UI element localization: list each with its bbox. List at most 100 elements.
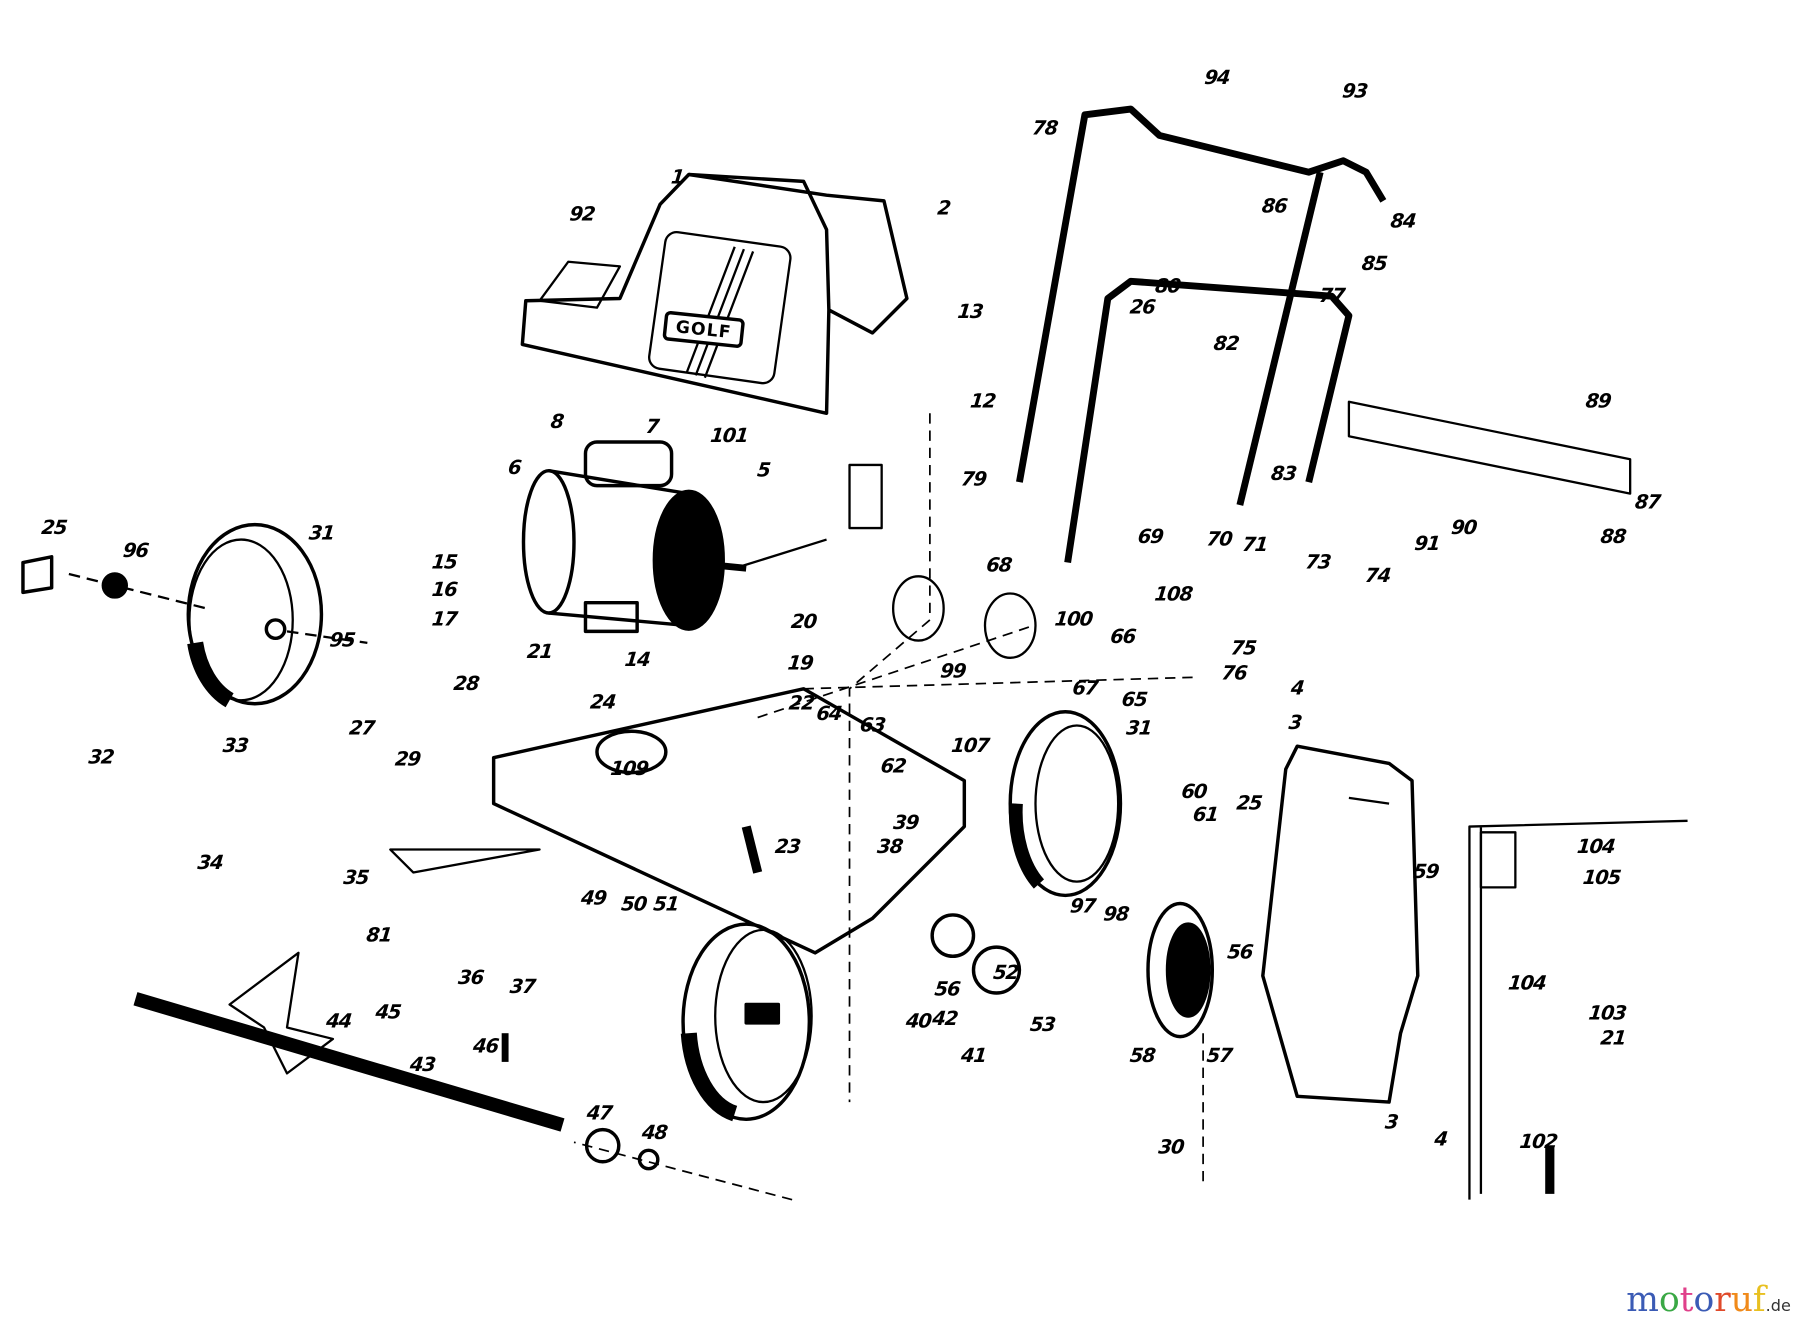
part-number-label: 108 <box>1153 583 1194 607</box>
part-number-label: 21 <box>525 640 554 664</box>
part-number-label: 56 <box>933 978 961 1002</box>
motor-part <box>521 440 883 634</box>
part-number-label: 30 <box>1157 1136 1185 1160</box>
part-number-label: 3 <box>1383 1111 1399 1135</box>
watermark-suffix: .de <box>1765 1297 1791 1316</box>
handle-part <box>1016 105 1387 564</box>
part-number-label: 44 <box>325 1010 353 1034</box>
front-wheel-part <box>680 922 813 1122</box>
part-number-label: 85 <box>1360 252 1388 276</box>
part-number-label: 41 <box>959 1044 988 1068</box>
part-number-label: 103 <box>1587 1002 1628 1026</box>
motor-cover-part <box>520 172 909 416</box>
part-number-label: 33 <box>221 734 249 758</box>
part-number-label: 53 <box>1028 1013 1057 1037</box>
part-number-label: 77 <box>1318 284 1346 308</box>
part-number-label: 48 <box>640 1121 669 1145</box>
part-number-label: 60 <box>1180 780 1208 804</box>
part-number-label: 105 <box>1581 866 1622 890</box>
part-number-label: 47 <box>585 1102 613 1126</box>
part-number-label: 35 <box>342 866 370 890</box>
detail-inset <box>1468 819 1688 1200</box>
part-number-label: 28 <box>452 672 480 696</box>
part-number-label: 13 <box>956 300 984 324</box>
tine-shaft-part <box>133 951 660 1171</box>
part-number-label: 87 <box>1633 491 1662 515</box>
part-number-label: 66 <box>1109 625 1137 649</box>
part-number-label: 80 <box>1153 275 1182 299</box>
part-number-label: 63 <box>858 714 887 738</box>
part-number-label: 14 <box>623 648 651 672</box>
part-number-label: 64 <box>815 702 843 726</box>
part-number-label: 68 <box>985 554 1013 578</box>
part-number-label: 69 <box>1136 525 1164 549</box>
part-number-label: 49 <box>579 887 608 911</box>
part-number-label: 96 <box>121 539 150 563</box>
part-number-label: 46 <box>471 1035 500 1059</box>
part-number-label: 38 <box>876 835 904 859</box>
part-number-label: 74 <box>1363 564 1392 588</box>
part-number-label: 8 <box>549 410 565 434</box>
part-number-label: 101 <box>709 424 749 448</box>
watermark-letter: o <box>1693 1280 1715 1321</box>
part-number-label: 61 <box>1191 803 1220 827</box>
part-number-label: 94 <box>1203 66 1231 90</box>
watermark-letter: u <box>1730 1280 1753 1321</box>
part-number-label: 50 <box>620 893 648 917</box>
part-number-label: 89 <box>1584 390 1612 414</box>
part-number-label: 100 <box>1053 608 1094 632</box>
part-number-label: 99 <box>939 660 967 684</box>
part-number-label: 91 <box>1413 532 1441 556</box>
part-number-label: 34 <box>196 851 224 875</box>
part-number-label: 58 <box>1128 1044 1156 1068</box>
watermark-letter: r <box>1714 1280 1731 1321</box>
watermark-letter: t <box>1679 1280 1694 1321</box>
part-number-label: 7 <box>644 415 660 439</box>
part-number-label: 92 <box>568 203 596 227</box>
part-number-label: 70 <box>1205 528 1233 552</box>
watermark-letter: f <box>1752 1280 1766 1321</box>
rear-wheel-left-part <box>21 522 368 708</box>
part-number-label: 3 <box>1287 711 1303 735</box>
rear-wheel-right-part <box>1008 710 1123 898</box>
part-number-label: 51 <box>652 893 680 917</box>
part-number-label: 16 <box>430 578 458 602</box>
part-number-label: 90 <box>1450 516 1478 540</box>
part-number-label: 27 <box>347 717 376 741</box>
part-number-label: 59 <box>1412 861 1440 884</box>
adjuster-discs-part <box>891 575 1037 659</box>
part-number-label: 81 <box>365 924 393 948</box>
mower-deck-part <box>389 687 967 955</box>
part-number-label: 37 <box>508 975 536 999</box>
part-number-label: 31 <box>307 522 336 546</box>
assembly-lines <box>573 413 1204 1201</box>
watermark-letter: m <box>1626 1280 1659 1321</box>
part-number-label: 84 <box>1389 210 1417 234</box>
part-number-label: 102 <box>1518 1130 1559 1154</box>
grass-catcher-part <box>1261 744 1420 1104</box>
part-number-label: 71 <box>1241 533 1269 557</box>
part-number-label: 5 <box>755 459 771 483</box>
part-number-label: 20 <box>789 610 818 634</box>
watermark-letter: o <box>1658 1280 1680 1321</box>
part-number-label: 4 <box>1433 1128 1449 1152</box>
part-number-label: 57 <box>1205 1044 1233 1068</box>
part-number-label: 23 <box>773 835 802 859</box>
part-number-label: 36 <box>457 966 485 990</box>
rear-flap-bar-part <box>1347 400 1632 495</box>
part-number-label: 109 <box>609 757 649 781</box>
part-number-label: 104 <box>1506 972 1547 996</box>
part-number-label: 6 <box>506 456 522 480</box>
part-number-label: 76 <box>1220 662 1248 686</box>
part-number-label: 95 <box>328 629 356 653</box>
part-number-label: 43 <box>408 1053 437 1077</box>
part-number-label: 104 <box>1575 835 1616 859</box>
part-number-label: 56 <box>1226 941 1254 965</box>
part-number-label: 31 <box>1125 717 1153 741</box>
part-number-label: 93 <box>1340 80 1369 104</box>
part-number-label: 79 <box>959 468 988 492</box>
part-number-label: 32 <box>87 746 115 770</box>
part-number-label: 75 <box>1229 637 1257 661</box>
